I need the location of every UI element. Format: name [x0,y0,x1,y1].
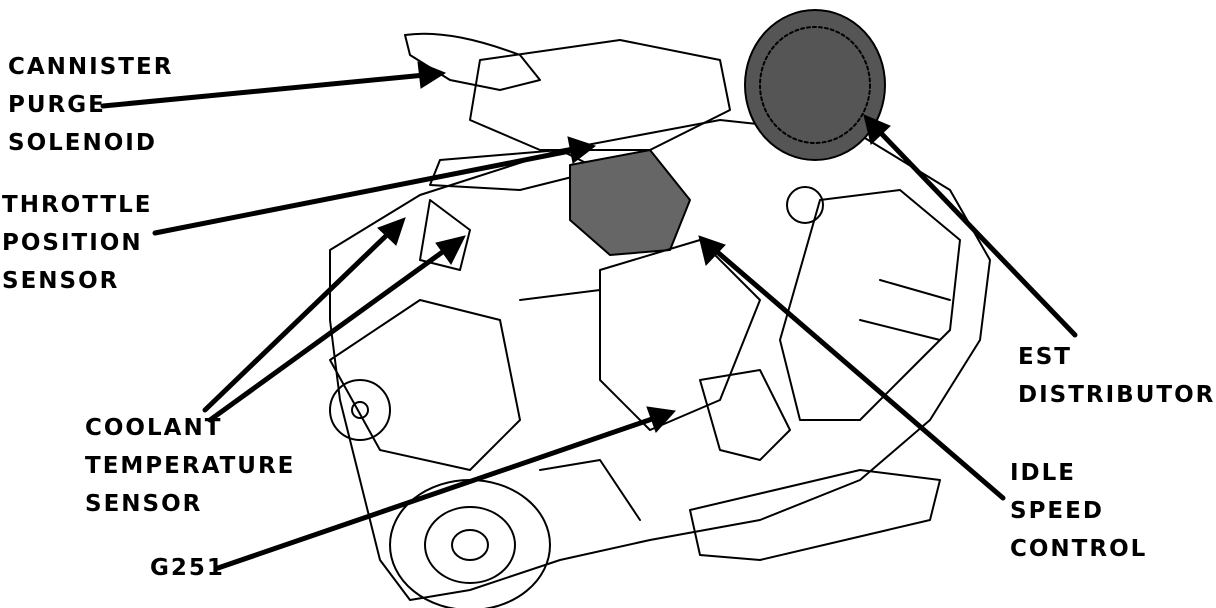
arrowhead-g251 [646,406,677,433]
label-line: COOLANT [85,415,223,441]
oil-pan [689,469,941,561]
label-throttle-position-sensor: THROTTLE POSITION SENSOR [2,186,152,300]
label-line: EST [1018,344,1072,370]
arrow-coolant-temperature-sensor-2 [207,245,451,423]
intake-hose [404,32,541,91]
arrow-est-distributor [875,127,1078,338]
arrow-throttle-position-sensor [152,147,578,236]
label-line: THROTTLE [2,192,153,218]
arrowhead-throttle [567,136,597,164]
label-line: SENSOR [85,491,203,517]
arrowhead-coolant-1 [377,217,406,246]
label-line: CONTROL [1010,536,1148,562]
label-line: PURGE [8,92,106,118]
arrow-idle-speed-control [712,247,1006,501]
label-line: IDLE [1010,460,1077,486]
label-line: SENSOR [2,268,120,294]
exhaust-manifold [779,189,961,421]
label-line: POSITION [2,230,143,256]
label-idle-speed-control: IDLE SPEED CONTROL [1010,454,1147,568]
label-cannister-purge-solenoid: CANNISTER PURGE SOLENOID [8,48,173,162]
engine-block-outline [329,119,991,601]
water-pump-pulley [329,379,391,441]
arrow-coolant-temperature-sensor-1 [202,229,393,413]
label-line: CANNISTER [8,54,174,80]
label-g251: G251 [150,549,225,587]
arrow-cannister-purge-solenoid [100,72,428,109]
carburetor-top [469,39,731,151]
arrowhead-idle [698,235,726,267]
arrowhead-cannister [417,61,447,89]
label-line: G251 [150,555,225,581]
arrow-g251 [215,415,658,571]
label-est-distributor: EST DISTRIBUTOR [1018,338,1215,414]
label-line: SOLENOID [8,130,157,156]
arrowhead-est [863,114,891,145]
distributor-cap [744,9,886,161]
label-line: DISTRIBUTOR [1018,382,1216,408]
label-coolant-temperature-sensor: COOLANT TEMPERATURE SENSOR [85,409,295,523]
water-pump-housing [329,299,521,471]
label-line: SPEED [1010,498,1104,524]
label-line: TEMPERATURE [85,453,296,479]
arrowhead-coolant-2 [435,235,466,265]
oil-cap [786,186,824,224]
idle-speed-control-motor [569,149,691,256]
